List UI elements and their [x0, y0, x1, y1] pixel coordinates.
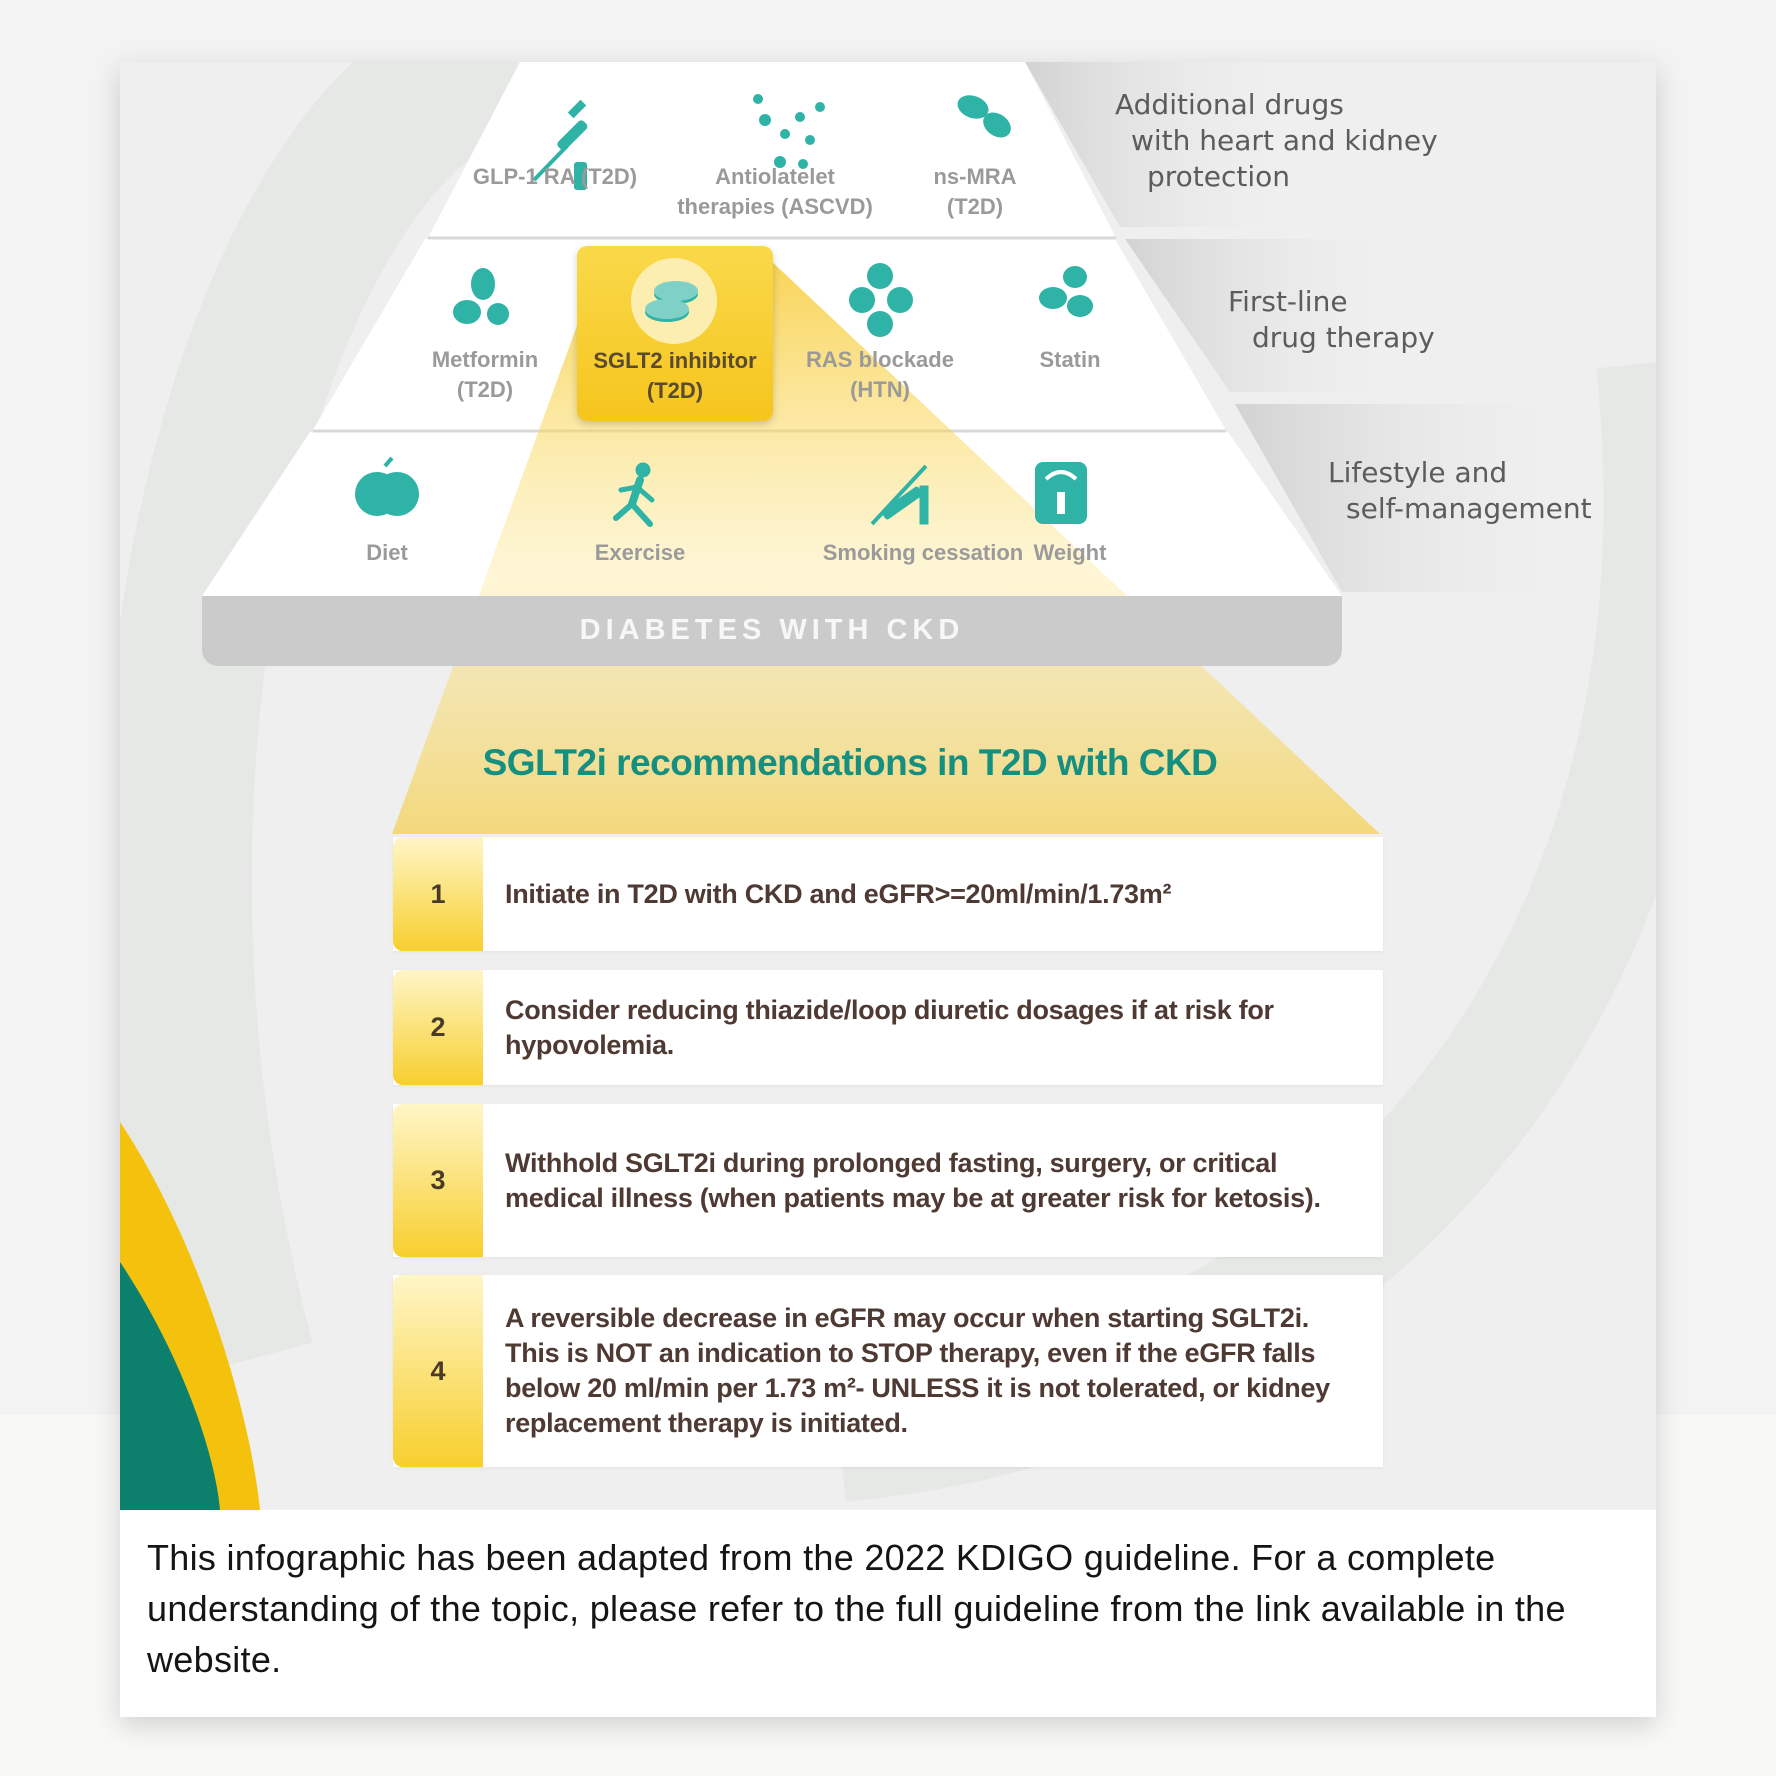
- recommendation-text: Withhold SGLT2i during prolonged fasting…: [505, 1147, 1321, 1213]
- recommendation-number: 4: [393, 1275, 483, 1467]
- footer-note: This infographic has been adapted from t…: [120, 1510, 1656, 1717]
- apple-icon: [355, 456, 419, 516]
- drug-label-metformin: Metformin (T2D): [431, 347, 539, 402]
- drug-label-sglt2: SGLT2 inhibitor (T2D): [593, 348, 757, 403]
- scale-icon: [1035, 462, 1087, 524]
- tier-shadow: [1125, 239, 1370, 392]
- recommendations-title: SGLT2i recommendations in T2D with CKD: [482, 742, 1218, 783]
- pyramid-base-label: DIABETES WITH CKD: [202, 596, 1342, 666]
- tier-label-first-line: First-line drug therapy: [1228, 285, 1435, 354]
- drug-label-statin: Statin: [1039, 347, 1101, 372]
- no-smoking-icon: [870, 464, 929, 526]
- syringe-icon: [532, 99, 588, 190]
- decorative-swoosh-green: [120, 1262, 220, 1510]
- recommendation-item: 2 Consider reducing thiazide/loop diuret…: [393, 970, 1383, 1085]
- tier-shadow: [1235, 404, 1538, 592]
- tablet-icon: [631, 258, 717, 344]
- lifestyle-label-smoking: Smoking cessation: [822, 540, 1024, 565]
- recommendation-number: 3: [393, 1104, 483, 1257]
- drug-label-ns-mra: ns-MRA (T2D): [933, 164, 1017, 219]
- pyramid-top-tier: [428, 62, 1116, 238]
- pills-icon: [1039, 266, 1093, 317]
- lifestyle-label-weight: Weight: [1033, 540, 1107, 565]
- tier-label-lifestyle: Lifestyle and self-management: [1328, 456, 1592, 525]
- capsules-icon: [957, 95, 1011, 138]
- drug-label-ras-blockade: RAS blockade (HTN): [806, 347, 954, 402]
- footer-text: This infographic has been adapted from t…: [147, 1537, 1566, 1680]
- infographic-card: GLP-1 RA (T2D) Antiolatelet therapies (A…: [120, 62, 1656, 1717]
- recommendation-number: 2: [393, 970, 483, 1085]
- pills-icon: [453, 268, 509, 325]
- running-person-icon: [613, 462, 655, 527]
- recommendation-text: Consider reducing thiazide/loop diuretic…: [505, 994, 1274, 1060]
- recommendation-item: 1 Initiate in T2D with CKD and eGFR>=20m…: [393, 837, 1383, 951]
- recommendation-item: 3 Withhold SGLT2i during prolonged fasti…: [393, 1104, 1383, 1257]
- tier-label-additional-drugs: Additional drugs with heart and kidney p…: [1115, 88, 1438, 193]
- pills-scatter-icon: [753, 94, 825, 169]
- decorative-arc: [120, 62, 525, 1382]
- tier-shadow: [1025, 62, 1265, 227]
- sglt2-highlight-box: SGLT2 inhibitor (T2D): [577, 246, 773, 421]
- recommendation-text: A reversible decrease in eGFR may occur …: [505, 1303, 1330, 1438]
- pills-cluster-icon: [849, 263, 913, 337]
- lifestyle-label-diet: Diet: [366, 540, 408, 565]
- drug-label-glp1: GLP-1 RA (T2D): [472, 164, 638, 189]
- lifestyle-label-exercise: Exercise: [594, 540, 686, 565]
- recommendation-text: Initiate in T2D with CKD and eGFR>=20ml/…: [505, 878, 1172, 909]
- drug-label-antiplatelet: Antiolatelet therapies (ASCVD): [677, 164, 873, 219]
- recommendation-number: 1: [393, 837, 483, 951]
- recommendation-item: 4 A reversible decrease in eGFR may occu…: [393, 1275, 1383, 1467]
